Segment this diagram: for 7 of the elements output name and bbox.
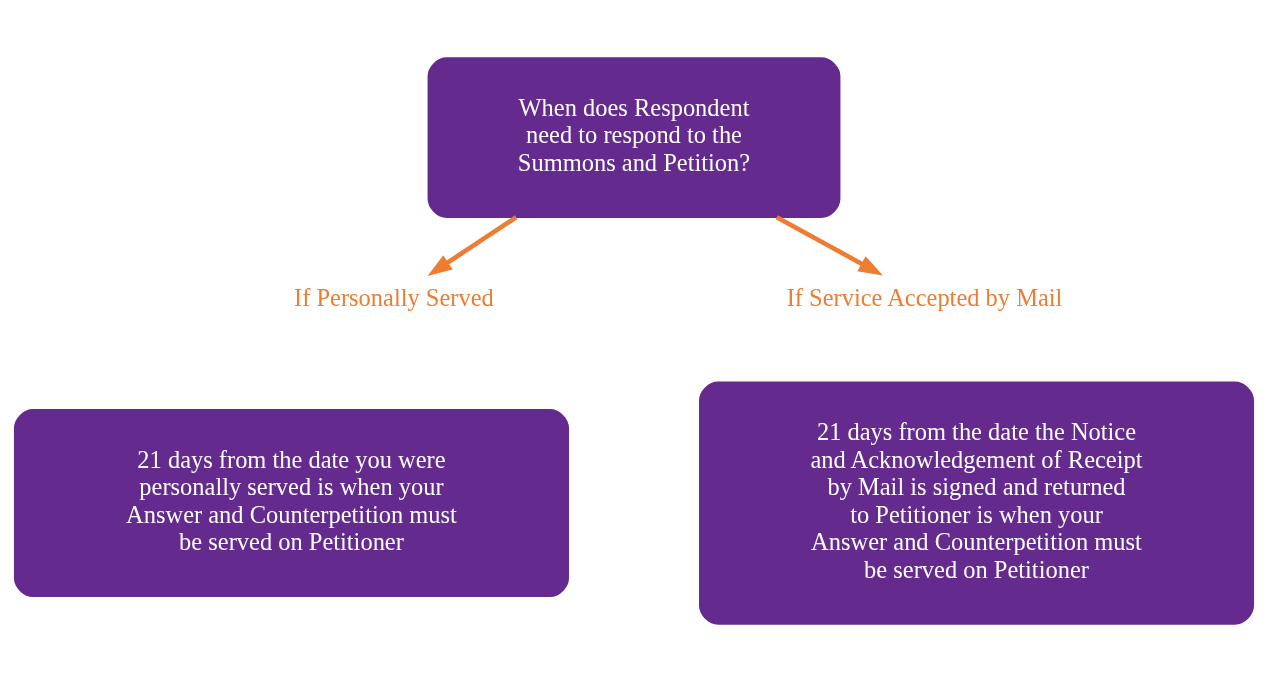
node-text: If Service Accepted by Mail bbox=[786, 283, 1063, 311]
node-box: 21 days from the date the Notice and Acknowledgement of Receipt by Mail is signed and returned to Petitioner is when your Answer and Counterpetition must be served on Petitioner bbox=[699, 381, 1255, 625]
arrow bbox=[775, 215, 883, 276]
node-text: If Personally Served bbox=[294, 283, 494, 311]
node-box: 21 days from the date you were personally served is when your Answer and Counterpetition must be served on Petitioner bbox=[13, 409, 569, 598]
arrow bbox=[427, 215, 518, 276]
node-box: When does Respondent need to respond to the Summons and Petition? bbox=[427, 57, 841, 218]
